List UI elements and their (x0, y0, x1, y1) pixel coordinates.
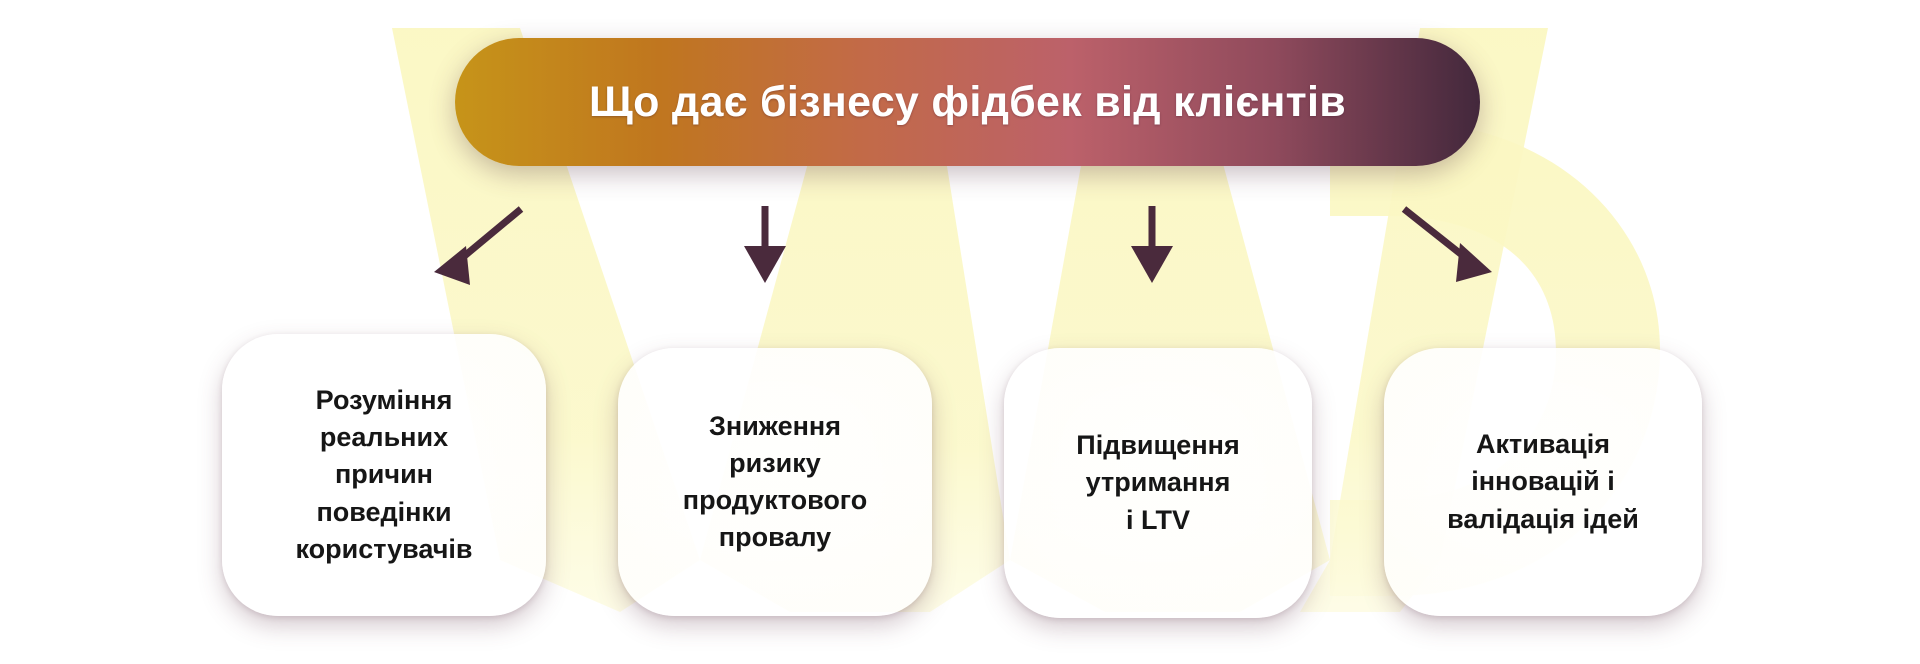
arrow-to-card-2 (744, 206, 786, 283)
page-title: Що дає бізнесу фідбек від клієнтів (588, 77, 1346, 126)
benefit-card-3-label: Підвищення утримання і LTV (1076, 430, 1240, 535)
benefit-card-3[interactable]: Підвищення утримання і LTV (1004, 348, 1312, 618)
arrow-to-card-4 (1401, 206, 1492, 282)
benefit-card-1[interactable]: Розуміння реальних причин поведінки кори… (222, 334, 546, 616)
arrow-to-card-3 (1131, 206, 1173, 283)
title-banner: Що дає бізнесу фідбек від клієнтів (455, 38, 1480, 166)
benefit-card-4[interactable]: Активація інновацій і валідація ідей (1384, 348, 1702, 616)
benefit-card-4-label: Активація інновацій і валідація ідей (1447, 429, 1639, 534)
arrow-to-card-1 (434, 206, 524, 285)
benefit-card-2[interactable]: Зниження ризику продуктового провалу (618, 348, 932, 616)
benefit-card-2-label: Зниження ризику продуктового провалу (682, 410, 868, 553)
benefit-card-1-label: Розуміння реальних причин поведінки кори… (295, 384, 473, 564)
